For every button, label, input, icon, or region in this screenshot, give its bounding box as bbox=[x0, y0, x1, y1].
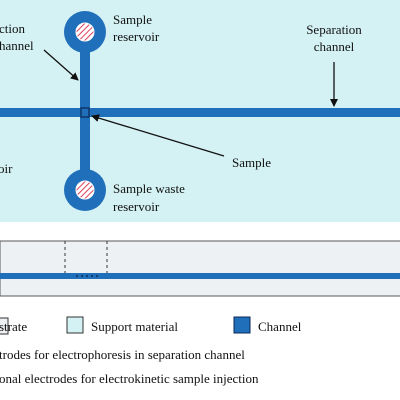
electrode-note-line2: onal electrodes for electrokinetic sampl… bbox=[0, 371, 259, 386]
sample-label: Sample bbox=[232, 155, 271, 170]
cross-section-channel-layer bbox=[0, 273, 400, 279]
legend-channel-swatch bbox=[233, 316, 251, 334]
separation-channel-label-line2: channel bbox=[314, 39, 355, 54]
legend-channel-label: Channel bbox=[258, 319, 302, 334]
electrode-note-line1: trodes for electrophoresis in separation… bbox=[0, 347, 245, 362]
sample-plug-marker bbox=[80, 107, 90, 118]
separation-channel bbox=[0, 108, 400, 117]
buffer-waste-reservoir-label-fragment: oir bbox=[0, 161, 13, 176]
injection-channel-arrow bbox=[43, 49, 79, 81]
legend-substrate-swatch bbox=[0, 317, 9, 335]
legend-support-material-label: Support material bbox=[91, 319, 178, 334]
separation-channel-label-line1: Separation bbox=[306, 22, 362, 37]
injection-channel-label-line1: ction bbox=[0, 21, 25, 36]
sample-waste-reservoir-icon bbox=[75, 180, 95, 200]
sample-reservoir-label-line2: reservoir bbox=[113, 29, 160, 44]
sample-waste-reservoir-label-line1: Sample waste bbox=[113, 181, 185, 196]
legend-substrate-label: strate bbox=[0, 319, 27, 334]
legend-support-material-swatch bbox=[66, 316, 84, 334]
injection-channel bbox=[80, 30, 90, 192]
sample-arrow bbox=[91, 114, 225, 157]
sample-reservoir-label-line1: Sample bbox=[113, 12, 152, 27]
cross-section-substrate bbox=[0, 241, 400, 296]
injection-channel-label-line2: hannel bbox=[0, 38, 34, 53]
sample-reservoir-icon bbox=[75, 22, 95, 42]
sample-waste-reservoir-label-line2: reservoir bbox=[113, 199, 160, 214]
